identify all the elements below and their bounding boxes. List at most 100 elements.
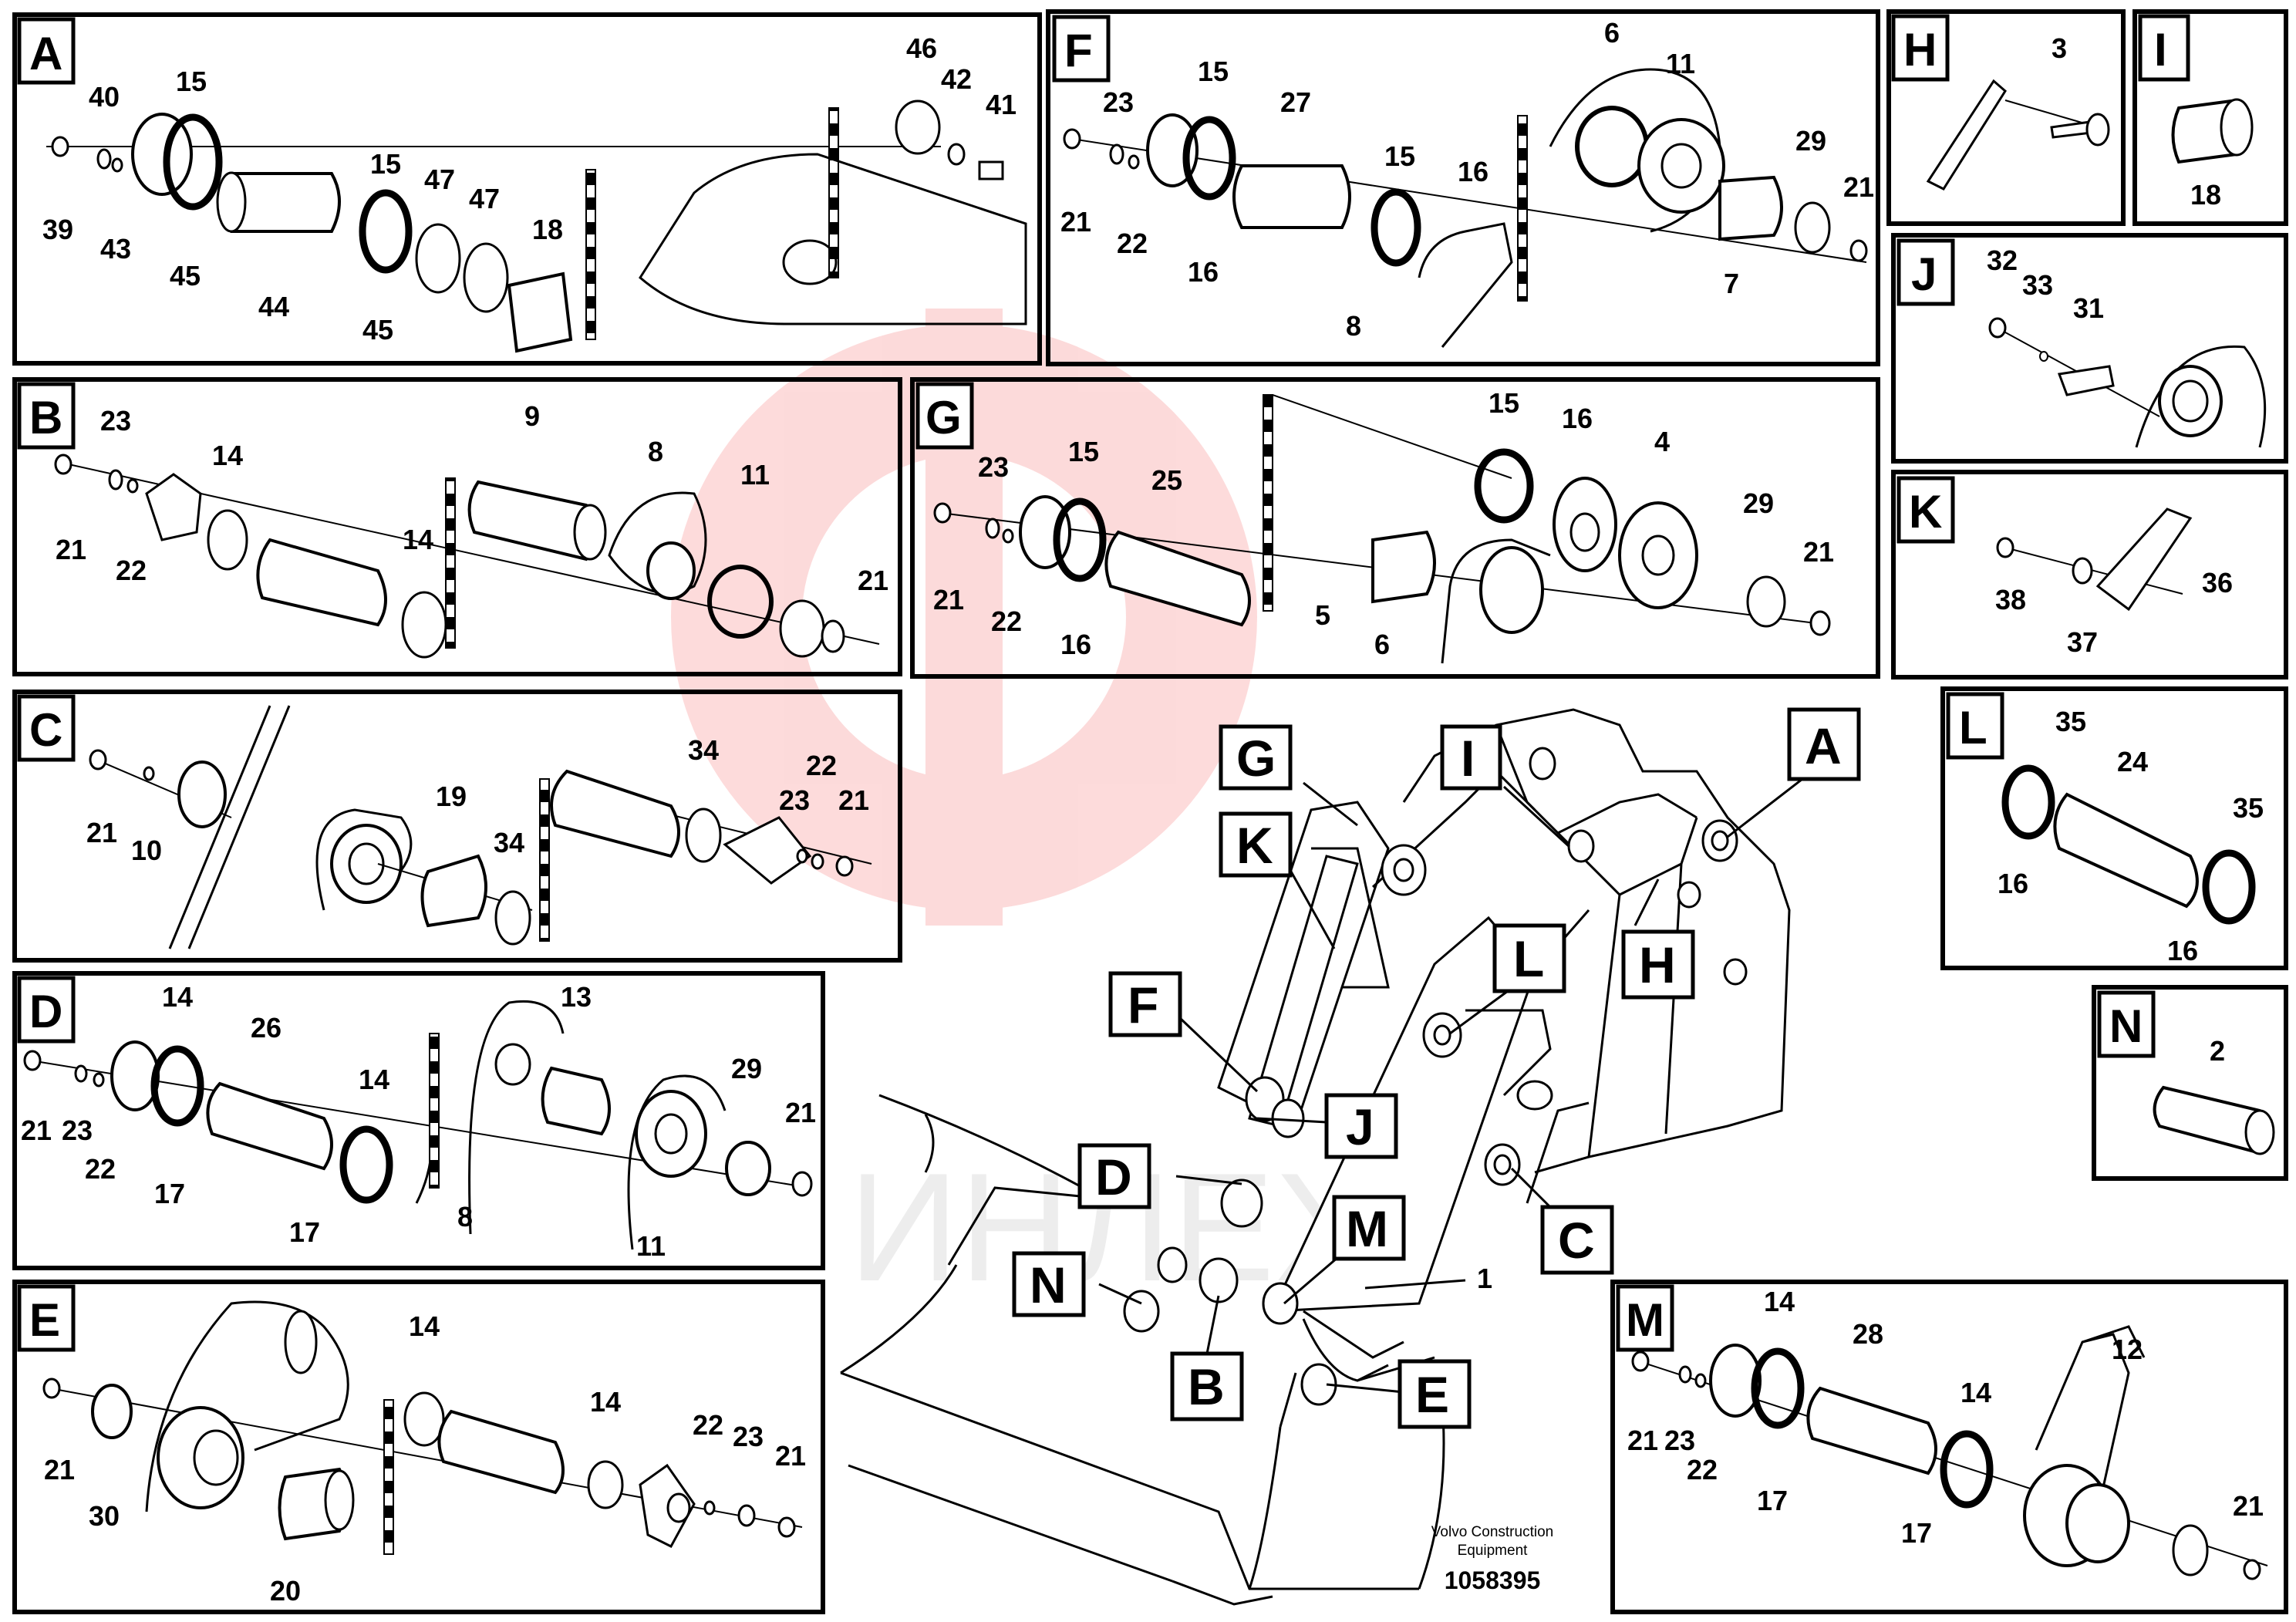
part-number-label: 21 bbox=[1060, 206, 1091, 238]
part-number-label: 14 bbox=[1764, 1286, 1795, 1317]
part-number-label: 13 bbox=[561, 981, 592, 1013]
part-number-label: 6 bbox=[1604, 17, 1620, 49]
part-number-label: 14 bbox=[359, 1064, 389, 1095]
callout-b: B bbox=[1170, 1351, 1244, 1421]
panel-e: E 21 30 20 14 14 22 23 21 bbox=[12, 1280, 825, 1614]
part-number-label: 16 bbox=[2167, 935, 2198, 966]
callout-i: I bbox=[1440, 724, 1502, 791]
part-number-label: G bbox=[1236, 730, 1276, 787]
part-number-label: 34 bbox=[494, 827, 524, 858]
part-number-label: 18 bbox=[532, 214, 563, 245]
part-number-label: 22 bbox=[1117, 228, 1148, 259]
panel-n-letter: N bbox=[2109, 1000, 2143, 1052]
panel-l-letter: L bbox=[1959, 702, 1988, 754]
part-number-label: 35 bbox=[2233, 792, 2264, 824]
part-number-label: 3 bbox=[2052, 32, 2067, 64]
part-number-label: 15 bbox=[176, 66, 207, 97]
part-number-label: 11 bbox=[636, 1230, 666, 1262]
part-number-label: 17 bbox=[1757, 1485, 1788, 1516]
panel-b-letter: B bbox=[29, 392, 62, 443]
part-number-label: D bbox=[1095, 1148, 1132, 1206]
part-number-label: 21 bbox=[2233, 1490, 2264, 1522]
part-number-label: 16 bbox=[1188, 256, 1219, 288]
part-number-label: 21 bbox=[775, 1440, 806, 1472]
part-number-label: 31 bbox=[2073, 292, 2104, 324]
part-number-label: 16 bbox=[1998, 868, 2028, 899]
part-number-label: N bbox=[1030, 1256, 1067, 1313]
panel-c-letter: C bbox=[29, 704, 62, 756]
part-number-label: 27 bbox=[1280, 86, 1311, 118]
callout-m: M bbox=[1332, 1195, 1406, 1261]
part-number-label: A bbox=[1805, 717, 1842, 774]
callout-j: J bbox=[1324, 1093, 1398, 1159]
callout-g: G bbox=[1219, 724, 1293, 791]
part-number-label: E bbox=[1415, 1366, 1449, 1423]
footer-company-line2: Equipment bbox=[1458, 1543, 1529, 1559]
part-number-label: 9 bbox=[524, 400, 540, 432]
part-number-label: 21 bbox=[933, 584, 964, 615]
panel-k-letter: K bbox=[1909, 486, 1942, 538]
panel-c: C 21 10 19 34 34 23 22 21 bbox=[12, 690, 902, 963]
part-number-label: 39 bbox=[42, 214, 73, 245]
part-number-label: 15 bbox=[1384, 140, 1415, 172]
part-number-label: 22 bbox=[806, 750, 837, 781]
part-number-label: 23 bbox=[779, 784, 810, 816]
part-number-label: 47 bbox=[424, 164, 455, 195]
part-number-label: 32 bbox=[1987, 244, 2018, 276]
part-number-label: 23 bbox=[1664, 1425, 1695, 1456]
callout-c: C bbox=[1540, 1205, 1614, 1275]
part-number-label: 8 bbox=[457, 1201, 473, 1233]
panel-m: M 21 23 22 14 17 28 14 17 12 21 bbox=[1610, 1280, 2288, 1614]
part-number-label: 45 bbox=[362, 314, 393, 346]
part-number-label: 44 bbox=[258, 291, 289, 322]
part-number-label: 26 bbox=[251, 1012, 282, 1044]
main-item-label: 1 bbox=[1477, 1263, 1492, 1294]
part-number-label: 35 bbox=[2055, 706, 2086, 737]
part-number-label: 17 bbox=[154, 1178, 185, 1209]
part-number-label: 29 bbox=[1795, 125, 1826, 157]
part-number-label: 12 bbox=[2112, 1334, 2143, 1365]
part-number-label: 15 bbox=[1198, 56, 1229, 87]
part-number-label: 21 bbox=[56, 534, 86, 565]
part-number-label: 23 bbox=[978, 451, 1009, 483]
part-number-label: 43 bbox=[100, 233, 131, 265]
panel-g-letter: G bbox=[925, 392, 962, 443]
part-number-label: 14 bbox=[403, 524, 433, 555]
part-number-label: 21 bbox=[838, 784, 869, 816]
part-number-label: 8 bbox=[1346, 310, 1361, 342]
part-number-label: 37 bbox=[2067, 626, 2098, 658]
panel-b: B 21 23 22 14 14 9 8 11 21 bbox=[12, 377, 902, 676]
part-number-label: 2 bbox=[2210, 1035, 2225, 1067]
panel-h: H 3 bbox=[1886, 9, 2126, 226]
panel-j-letter: J bbox=[1911, 248, 1937, 300]
panel-a: A 39 40 43 15 45 44 15 45 47 47 18 46 42… bbox=[12, 12, 1042, 366]
part-number-label: 29 bbox=[731, 1053, 762, 1084]
part-number-label: 14 bbox=[590, 1386, 621, 1418]
part-number-label: 23 bbox=[1103, 86, 1134, 118]
part-number-label: 21 bbox=[1627, 1425, 1658, 1456]
part-number-label: 19 bbox=[436, 781, 467, 812]
part-number-label: 14 bbox=[212, 440, 243, 471]
part-number-label: J bbox=[1346, 1098, 1374, 1155]
part-number-label: 16 bbox=[1562, 403, 1593, 434]
part-number-label: 40 bbox=[89, 81, 120, 113]
part-number-label: I bbox=[1461, 730, 1475, 787]
panel-e-letter: E bbox=[29, 1294, 60, 1346]
part-number-label: 21 bbox=[86, 817, 117, 848]
part-number-label: 17 bbox=[289, 1216, 320, 1248]
part-number-label: 21 bbox=[21, 1114, 52, 1146]
part-number-label: B bbox=[1188, 1358, 1225, 1415]
panel-f: F 21 23 22 15 16 27 15 16 8 6 11 7 29 21 bbox=[1046, 9, 1880, 366]
footer-drawing-number: 1058395 bbox=[1445, 1566, 1541, 1594]
part-number-label: 14 bbox=[409, 1310, 440, 1342]
callout-f: F bbox=[1108, 971, 1182, 1037]
callout-d: D bbox=[1077, 1143, 1151, 1209]
part-number-label: H bbox=[1639, 936, 1676, 993]
part-number-label: 30 bbox=[89, 1500, 120, 1532]
part-number-label: 16 bbox=[1060, 629, 1091, 660]
part-number-label: 33 bbox=[2022, 269, 2053, 301]
panel-l: L 35 16 24 35 16 bbox=[1940, 686, 2288, 970]
part-number-label: 17 bbox=[1901, 1517, 1932, 1549]
part-number-label: L bbox=[1513, 930, 1544, 987]
part-number-label: 47 bbox=[469, 183, 500, 214]
